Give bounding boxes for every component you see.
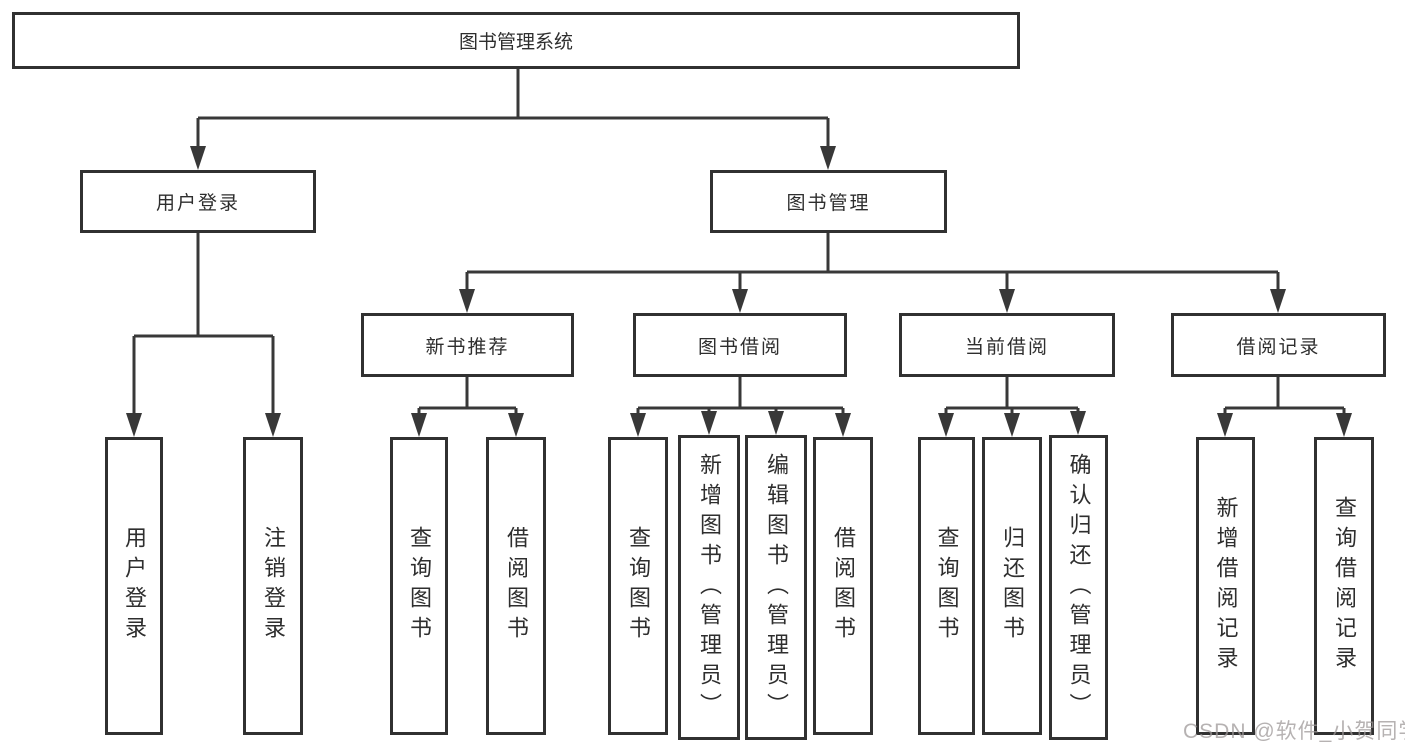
leaf-query-books-current: 查询图书 (918, 437, 975, 735)
leaf-confirm-return-admin: 确认归还（管理员） (1049, 435, 1108, 740)
csdn-watermark: CSDN @软件_小贺同学 (1183, 720, 1405, 743)
leaf-edit-books-admin: 编辑图书（管理员） (745, 435, 807, 740)
leaf-user-login: 用户登录 (105, 437, 163, 735)
leaf-query-books-borrow: 查询图书 (608, 437, 668, 735)
leaf-query-books-recommend: 查询图书 (390, 437, 448, 735)
leaf-add-books-admin: 新增图书（管理员） (678, 435, 740, 740)
leaf-return-books: 归还图书 (982, 437, 1042, 735)
node-book-management: 图书管理 (710, 170, 947, 233)
leaf-borrow-books-recommend: 借阅图书 (486, 437, 546, 735)
leaf-borrow-books: 借阅图书 (813, 437, 873, 735)
node-new-book-recommend: 新书推荐 (361, 313, 574, 377)
node-borrow-records: 借阅记录 (1171, 313, 1386, 377)
node-book-borrow: 图书借阅 (633, 313, 847, 377)
leaf-logout: 注销登录 (243, 437, 303, 735)
leaf-add-borrow-record: 新增借阅记录 (1196, 437, 1255, 735)
node-current-borrow: 当前借阅 (899, 313, 1115, 377)
node-library-management-system: 图书管理系统 (12, 12, 1020, 69)
node-user-login: 用户登录 (80, 170, 316, 233)
leaf-query-borrow-record: 查询借阅记录 (1314, 437, 1374, 735)
